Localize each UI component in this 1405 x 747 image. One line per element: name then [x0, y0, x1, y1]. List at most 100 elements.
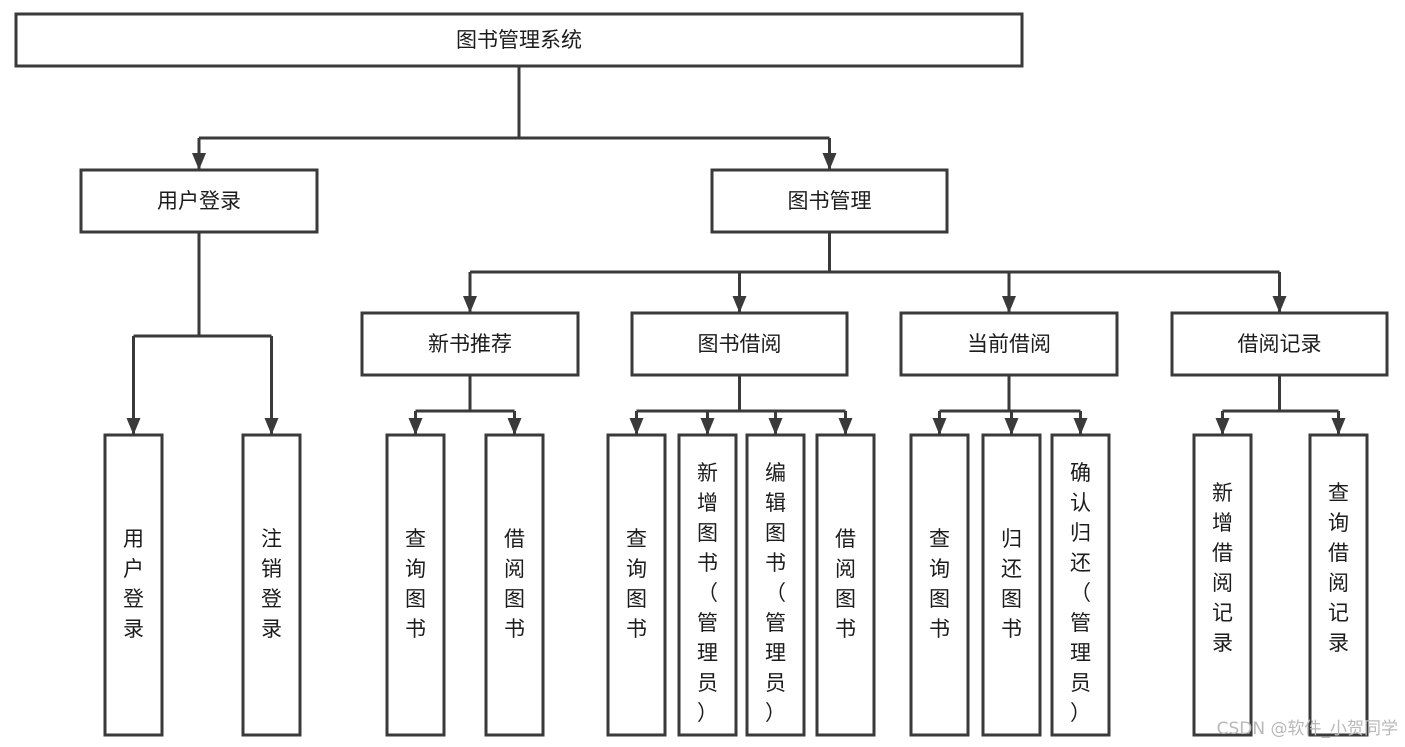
node-leaf-add-borrow-record-box[interactable] — [1192, 433, 1253, 737]
conn-new-book-recommend-arrow-0 — [408, 418, 423, 435]
node-new-book-recommend-label: 新书推荐 — [428, 332, 512, 356]
conn-user-login-arrow-0 — [126, 418, 141, 435]
node-book-borrow-box[interactable] — [630, 311, 849, 377]
node-new-book-recommend[interactable]: 新书推荐 — [360, 311, 580, 377]
node-current-borrow[interactable]: 当前借阅 — [899, 311, 1119, 377]
node-user-login-box[interactable] — [79, 168, 319, 234]
node-leaf-edit-book-admin-label-char: 管 — [765, 611, 786, 635]
conn-book-borrow-arrow-0 — [629, 418, 644, 435]
node-leaf-logout-label-char: 录 — [261, 617, 282, 641]
node-leaf-confirm-return-admin-label-char: 归 — [1070, 521, 1091, 545]
node-root-label: 图书管理系统 — [456, 28, 582, 52]
node-leaf-borrow-book-box[interactable] — [815, 433, 876, 737]
node-book-management-label: 图书管理 — [788, 189, 872, 213]
node-leaf-borrow-book-recommend-box[interactable] — [484, 433, 545, 737]
node-leaf-query-book-borrow-label-char: 查 — [626, 527, 647, 551]
conn-borrow-record-arrow-1 — [1331, 418, 1346, 435]
node-leaf-query-book-current-box[interactable] — [909, 433, 970, 737]
node-leaf-query-borrow-record-label-char: 阅 — [1328, 571, 1349, 595]
node-leaf-return-book-label-char: 还 — [1001, 557, 1022, 581]
node-leaf-edit-book-admin-label-char: （ — [765, 581, 786, 605]
node-leaf-confirm-return-admin-label-char: 管 — [1070, 611, 1091, 635]
node-leaf-add-book-admin-label-char: 增 — [697, 491, 718, 515]
conn-new-book-recommend-arrow-1 — [507, 418, 522, 435]
node-leaf-add-book-admin-box[interactable] — [677, 433, 738, 737]
node-book-management-box[interactable] — [710, 168, 949, 234]
node-leaf-add-book-admin-label-char: （ — [697, 581, 718, 605]
node-leaf-confirm-return-admin-label-char: ） — [1070, 701, 1091, 725]
node-leaf-edit-book-admin-label-char: 编 — [765, 461, 786, 485]
node-leaf-user-login-label-char: 录 — [123, 617, 144, 641]
node-root[interactable]: 图书管理系统 — [14, 12, 1024, 68]
node-leaf-confirm-return-admin-label-char: 认 — [1070, 491, 1091, 515]
node-current-borrow-label: 当前借阅 — [967, 332, 1051, 356]
node-book-borrow[interactable]: 图书借阅 — [630, 311, 849, 377]
conn-user-login-arrow-1 — [264, 418, 279, 435]
node-leaf-borrow-book-recommend-label-char: 阅 — [504, 557, 525, 581]
node-leaf-query-borrow-record-label-char: 借 — [1328, 541, 1349, 565]
node-leaf-query-book-recommend-label-char: 图 — [405, 587, 426, 611]
node-leaf-add-book-admin-label-char: 图 — [697, 521, 718, 545]
node-leaf-borrow-book-label-char: 借 — [835, 527, 856, 551]
node-leaf-query-borrow-record-label-char: 询 — [1328, 511, 1349, 535]
node-leaf-add-book-admin-label-char: 书 — [697, 551, 718, 575]
conn-root-arrow-0 — [192, 153, 206, 170]
node-leaf-user-login-box[interactable] — [103, 433, 164, 737]
node-leaf-edit-book-admin-label-char: 书 — [765, 551, 786, 575]
node-leaf-edit-book-admin-label-char: 辑 — [765, 491, 786, 515]
node-leaf-edit-book-admin-label-char: 理 — [765, 641, 786, 665]
connector-layer — [126, 66, 1346, 435]
node-leaf-query-book-recommend-label-char: 书 — [405, 617, 426, 641]
node-leaf-logout-box[interactable] — [241, 433, 302, 737]
csdn-watermark: CSDN @软件_小贺同学 — [1217, 719, 1398, 739]
node-book-management[interactable]: 图书管理 — [710, 168, 949, 234]
node-current-borrow-box[interactable] — [899, 311, 1119, 377]
node-leaf-return-book-label-char: 图 — [1001, 587, 1022, 611]
node-borrow-record-box[interactable] — [1170, 311, 1389, 377]
conn-root-arrow-1 — [822, 153, 837, 170]
node-leaf-query-book-borrow-box[interactable] — [606, 433, 667, 737]
node-book-borrow-label: 图书借阅 — [698, 332, 782, 356]
conn-current-borrow-arrow-0 — [932, 418, 947, 435]
node-leaf-confirm-return-admin-box[interactable] — [1050, 433, 1111, 737]
node-leaf-add-book-admin-label-char: 员 — [697, 671, 718, 695]
node-leaf-logout-label-char: 登 — [261, 587, 282, 611]
node-root-box[interactable] — [14, 12, 1024, 68]
node-leaf-query-book-current-label-char: 查 — [929, 527, 950, 551]
conn-book-management-arrow-3 — [1272, 296, 1287, 313]
conn-book-management-arrow-2 — [1002, 296, 1016, 313]
node-leaf-edit-book-admin-box[interactable] — [745, 433, 806, 737]
conn-book-management-arrow-0 — [463, 296, 477, 313]
node-leaf-query-borrow-record-box[interactable] — [1308, 433, 1369, 737]
node-borrow-record[interactable]: 借阅记录 — [1170, 311, 1389, 377]
conn-book-borrow-arrow-3 — [838, 418, 853, 435]
node-new-book-recommend-box[interactable] — [360, 311, 580, 377]
node-leaf-query-book-borrow-label-char: 图 — [626, 587, 647, 611]
node-leaf-return-book-label-char: 归 — [1001, 527, 1022, 551]
node-leaf-return-book-box[interactable] — [981, 433, 1042, 737]
node-leaf-user-login[interactable]: 用户登录 — [103, 433, 164, 737]
conn-book-borrow-arrow-2 — [768, 418, 783, 435]
node-leaf-confirm-return-admin-label-char: 员 — [1070, 671, 1091, 695]
node-user-login[interactable]: 用户登录 — [79, 168, 319, 234]
node-borrow-record-label: 借阅记录 — [1238, 332, 1322, 356]
node-leaf-add-borrow-record-label-char: 录 — [1212, 631, 1233, 655]
node-leaf-add-borrow-record-label-char: 借 — [1212, 541, 1233, 565]
node-leaf-query-book-recommend-box[interactable] — [385, 433, 446, 737]
conn-book-borrow-arrow-1 — [700, 418, 715, 435]
node-leaf-user-login-label-char: 登 — [123, 587, 144, 611]
node-user-login-label: 用户登录 — [157, 189, 241, 213]
